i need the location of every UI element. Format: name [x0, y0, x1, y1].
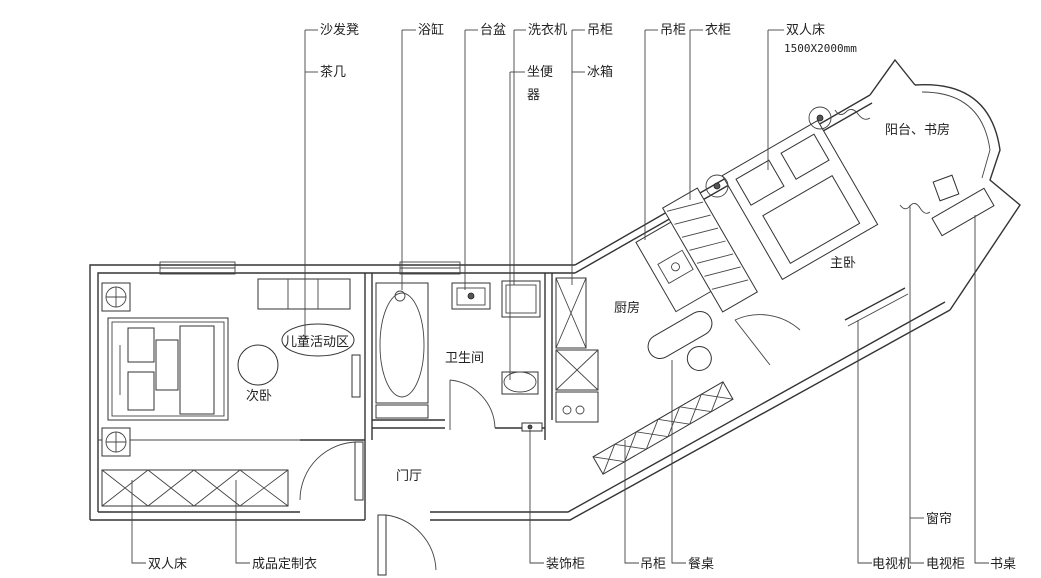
label-tv: 电视机 [872, 557, 911, 572]
double-bed-icon [107, 317, 229, 421]
nightstand-lamp-icon [101, 282, 131, 312]
dining-table-icon [647, 311, 713, 371]
desk-icon [931, 187, 995, 237]
label-curtain: 窗帘 [926, 511, 952, 527]
room-balcony-study: 阳台、书房 [885, 122, 950, 138]
stove-icon [555, 391, 599, 423]
label-double-bed-top: 双人床 [786, 23, 825, 38]
label-bed-size: 1500X2000mm [784, 42, 857, 55]
master-bedroom [661, 106, 931, 366]
window-bathroom [399, 261, 461, 275]
label-tea-table: 茶几 [320, 64, 346, 80]
label-wall-cabinet-bottom: 吊柜 [640, 557, 666, 572]
label-bathtub: 浴缸 [418, 22, 444, 38]
desk-chair-icon [932, 174, 960, 202]
entrance [299, 422, 543, 576]
label-double-bed-bottom: 双人床 [148, 557, 187, 572]
label-wardrobe: 衣柜 [705, 22, 731, 38]
room-master-bedroom: 主卧 [830, 256, 856, 271]
label-toilet-line1: 坐便 [527, 65, 553, 80]
label-wall-cabinet-1: 吊柜 [587, 23, 613, 38]
label-custom-wardrobe: 成品定制衣 [252, 556, 317, 572]
round-stool-icon [237, 344, 279, 386]
second-bedroom [101, 278, 361, 507]
label-wall-cabinet-2: 吊柜 [660, 23, 686, 38]
bathtub-icon [375, 282, 429, 404]
label-washer: 洗衣机 [528, 22, 567, 38]
room-entrance: 门厅 [396, 469, 422, 484]
bathroom [375, 280, 541, 430]
fridge-icon [555, 277, 599, 391]
washer-icon [501, 280, 541, 318]
kitchen [555, 219, 734, 475]
label-fridge: 冰箱 [587, 64, 613, 80]
label-tv-cabinet: 电视柜 [926, 557, 965, 572]
label-toilet-line2: 器 [527, 88, 540, 103]
interior-walls [98, 273, 553, 520]
master-bed-icon [721, 119, 879, 281]
nightstand-lamp-icon [101, 427, 131, 457]
lamp-icon [705, 174, 729, 198]
balcony [931, 174, 995, 237]
label-desk: 书桌 [990, 557, 1016, 572]
label-dining-table: 餐桌 [688, 556, 714, 572]
wardrobe-icon [661, 187, 759, 313]
room-kids-area: 儿童活动区 [284, 334, 349, 350]
custom-wardrobe-icon [101, 469, 289, 507]
lamp-icon [808, 106, 832, 130]
top-leaders [304, 29, 784, 380]
toilet-icon [501, 371, 539, 395]
tea-table-icon [281, 323, 355, 357]
window-second-bedroom [159, 261, 236, 275]
label-basin: 台盆 [480, 23, 506, 38]
sofa-stool-icon [257, 278, 351, 310]
outer-walls [89, 58, 1021, 521]
room-kitchen: 厨房 [614, 300, 640, 316]
bottom-leaders [131, 205, 989, 564]
basin-icon [451, 282, 491, 310]
room-bathroom: 卫生间 [445, 351, 484, 366]
label-deco-cabinet: 装饰柜 [546, 557, 585, 572]
label-sofa-stool: 沙发凳 [320, 22, 359, 38]
room-second-bedroom: 次卧 [246, 388, 272, 404]
wall-cabinet-icon [592, 381, 734, 475]
